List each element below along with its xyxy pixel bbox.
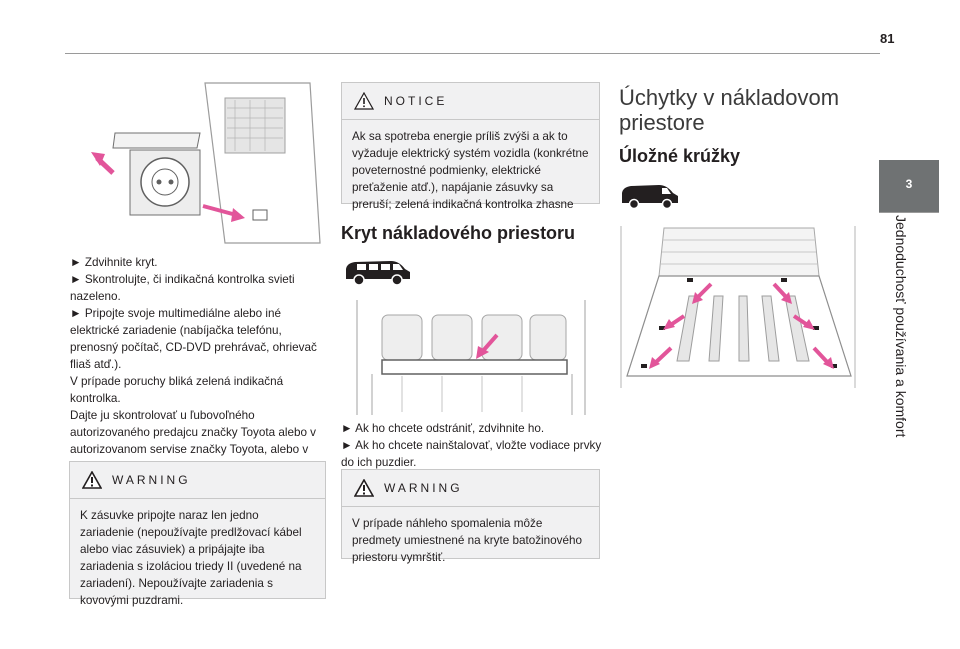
section-title-anchors: Úchytky v nákladovom priestore	[619, 85, 840, 135]
notice-title: NOTICE	[384, 94, 448, 108]
cargo-floor-rings-illustration	[619, 226, 857, 388]
page-number: 81	[880, 31, 895, 46]
instruction-lift-cover: ► Zdvihnite kryt.	[70, 256, 158, 269]
instruction-install-cover: ► Ak ho chcete nainštalovať, vložte vodi…	[341, 439, 602, 469]
warning-box-socket: WARNING K zásuvke pripojte naraz len jed…	[69, 461, 326, 607]
warning-triangle-icon	[354, 479, 374, 497]
van-icon-passenger	[346, 261, 410, 286]
warning-header: WARNING	[70, 462, 325, 499]
subsection-title-rings: Úložné krúžky	[619, 146, 741, 166]
section-title-cover: Kryt nákladového priestoru	[341, 223, 576, 243]
notice-text: Ak sa spotreba energie príliš zvýši a ak…	[352, 130, 589, 211]
instruction-check-light: ► Skontrolujte, či indikačná kontrolka s…	[70, 273, 295, 303]
warning-title: WARNING	[112, 473, 191, 487]
warning-triangle-icon	[82, 471, 102, 489]
power-socket-illustration	[85, 78, 325, 248]
warning-text: K zásuvke pripojte naraz len jedno zaria…	[80, 509, 302, 607]
instruction-remove-cover: ► Ak ho chcete odstrániť, zdvihnite ho.	[341, 422, 545, 435]
chapter-tab-number: 3	[905, 177, 913, 191]
chapter-tab[interactable]	[879, 160, 939, 212]
warning-title-cover: WARNING	[384, 481, 463, 495]
warning-text-cover: V prípade náhleho spomalenia môže predme…	[352, 517, 582, 564]
warning-box-cover: WARNING V prípade náhleho spomalenia môž…	[341, 469, 600, 564]
top-rule	[65, 53, 880, 54]
chapter-title: Jednoduchosť používania a komfort	[893, 215, 909, 438]
cargo-cover-illustration	[342, 300, 600, 415]
van-icon-cargo	[622, 185, 678, 210]
notice-box: NOTICE Ak sa spotreba energie príliš zvý…	[341, 82, 600, 211]
notice-header: NOTICE	[342, 83, 599, 120]
fault-note: V prípade poruchy bliká zelená indikačná…	[70, 375, 284, 405]
instruction-connect-device: ► Pripojte svoje multimediálne alebo iné…	[70, 307, 317, 371]
socket-instructions: ► Zdvihnite kryt. ► Skontrolujte, či ind…	[70, 254, 332, 475]
chapter-tab-rule	[879, 212, 939, 213]
cover-instructions: ► Ak ho chcete odstrániť, zdvihnite ho. …	[341, 420, 603, 471]
warning-header-cover: WARNING	[342, 470, 599, 507]
notice-triangle-icon	[354, 92, 374, 110]
